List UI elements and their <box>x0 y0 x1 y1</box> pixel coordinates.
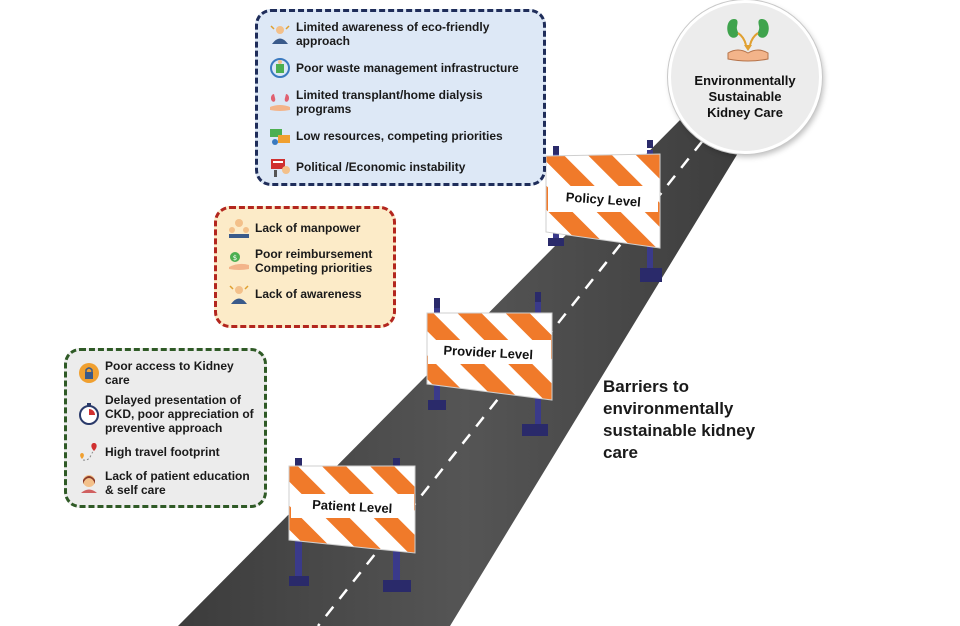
patient-barricade-label: Patient Level <box>312 497 393 516</box>
item-text: Poor access to Kidney care <box>105 359 234 387</box>
list-item: High travel footprint <box>77 441 254 463</box>
list-item: Low resources, competing priorities <box>268 125 533 147</box>
provider-barricade <box>426 292 553 436</box>
kidney-hand-icon <box>270 94 290 111</box>
list-item: Lack of patient education & self care <box>77 469 254 497</box>
resources-icon <box>270 129 290 145</box>
list-item: $ Poor reimbursement Competing prioritie… <box>227 247 383 275</box>
provider-barricade-label: Provider Level <box>443 343 533 363</box>
list-item: Political /Economic instability <box>268 156 533 178</box>
policy-barricade-label: Policy Level <box>565 189 641 209</box>
svg-text:$: $ <box>233 254 237 262</box>
awareness-person-icon <box>270 25 290 44</box>
patient-barricade <box>288 458 416 592</box>
policy-barriers-box: Limited awareness of eco-friendly approa… <box>255 9 546 186</box>
route-pin-icon <box>80 443 97 461</box>
patient-barriers-box: Poor access to Kidney care Delayed prese… <box>64 348 267 508</box>
kidney-hand-icon <box>727 19 769 62</box>
item-text: Lack of awareness <box>255 287 362 301</box>
item-text: Poor waste management infrastructure <box>296 61 519 75</box>
item-text: Delayed presentation of CKD, poor apprec… <box>105 393 254 435</box>
diagram-caption: Barriers to environmentally sustainable … <box>603 377 756 462</box>
provider-barriers-box: Lack of manpower $ Poor reimbursement Co… <box>214 206 396 328</box>
goal-circle: Environmentally Sustainable Kidney Care <box>668 0 822 154</box>
money-hand-icon: $ <box>229 252 249 270</box>
list-item: Limited transplant/home dialysis program… <box>268 88 533 116</box>
list-item: Lack of manpower <box>227 217 383 239</box>
political-instability-icon <box>271 159 290 177</box>
list-item: Limited awareness of eco-friendly approa… <box>268 20 533 48</box>
goal-label: Environmentally Sustainable Kidney Care <box>694 73 796 120</box>
awareness-person-icon <box>229 285 249 304</box>
list-item: Lack of awareness <box>227 283 383 305</box>
item-text: Limited transplant/home dialysis program… <box>296 88 483 116</box>
manpower-team-icon <box>229 219 249 238</box>
item-text: Lack of manpower <box>255 221 361 235</box>
item-text: Political /Economic instability <box>296 160 466 174</box>
item-text: Limited awareness of eco-friendly approa… <box>296 20 490 48</box>
stopwatch-icon <box>79 403 99 425</box>
waste-management-icon <box>270 58 290 78</box>
policy-barricade <box>545 140 662 282</box>
list-item: Poor waste management infrastructure <box>268 57 533 79</box>
item-text: Low resources, competing priorities <box>296 129 503 143</box>
access-lock-icon <box>79 363 99 383</box>
item-text: Lack of patient education & self care <box>105 469 250 497</box>
patient-education-icon <box>81 475 97 493</box>
item-text: Poor reimbursement Competing priorities <box>255 247 373 275</box>
list-item: Delayed presentation of CKD, poor apprec… <box>77 393 254 435</box>
item-text: High travel footprint <box>105 445 220 459</box>
list-item: Poor access to Kidney care <box>77 359 254 387</box>
